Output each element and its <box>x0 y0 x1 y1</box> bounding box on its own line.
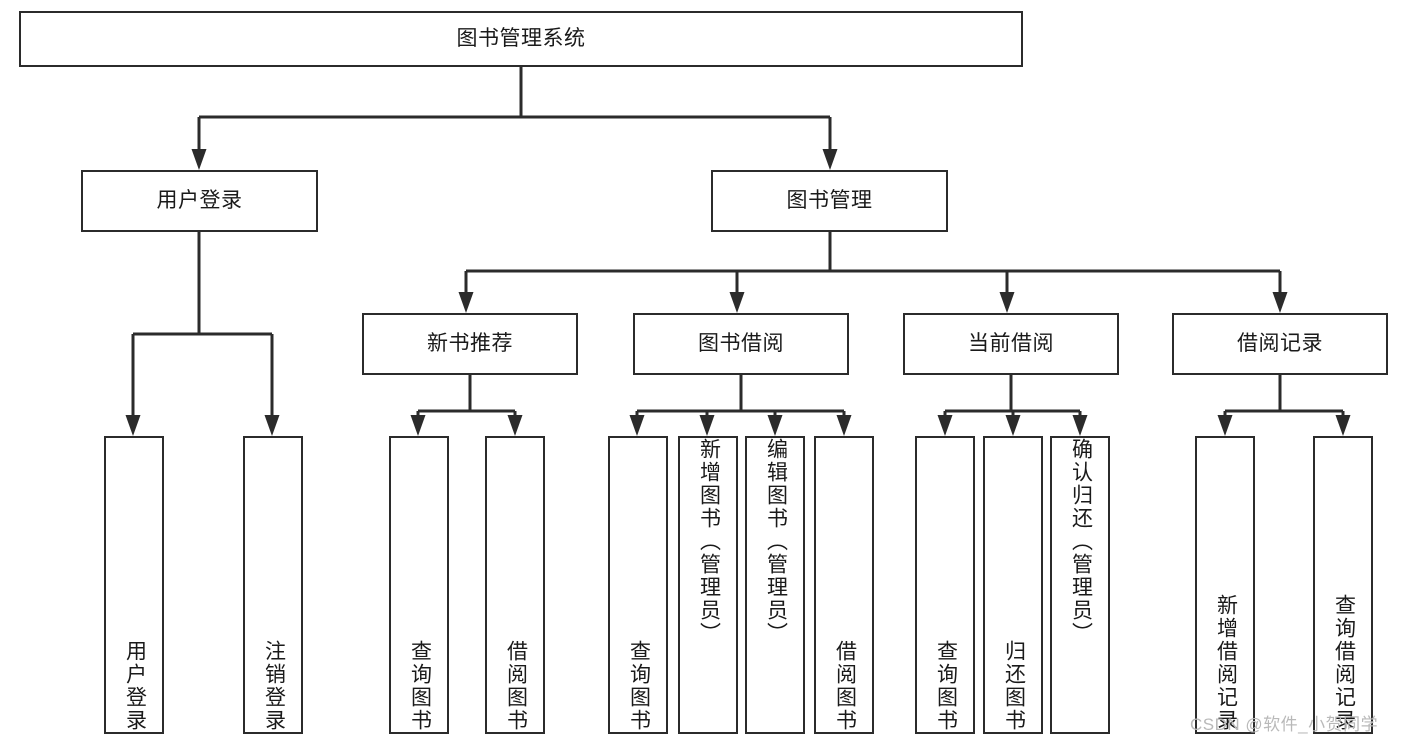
borrow-record-to-leaves-arrow-0 <box>1217 415 1233 436</box>
node-new-book-recommend[interactable]: 新书推荐 <box>362 313 578 375</box>
node-current-borrow[interactable]: 当前借阅 <box>903 313 1119 375</box>
node-leaf-add-book-label: 新增图书（管理员） <box>697 438 721 645</box>
node-user-login[interactable]: 用户登录 <box>81 170 318 232</box>
borrow-record-to-leaves-arrow-1 <box>1335 415 1351 436</box>
node-leaf-logout[interactable]: 注销登录 <box>243 436 303 734</box>
node-book-borrow[interactable]: 图书借阅 <box>633 313 849 375</box>
node-user-login-label: 用户登录 <box>156 189 243 213</box>
node-new-book-recommend-label: 新书推荐 <box>427 332 513 356</box>
node-root-title[interactable]: 图书管理系统 <box>19 11 1023 67</box>
book-manage-to-level3-arrow-0 <box>458 292 474 313</box>
node-leaf-user-login[interactable]: 用户登录 <box>104 436 164 734</box>
node-root-title-label: 图书管理系统 <box>456 27 586 51</box>
node-leaf-confirm-return-label: 确认归还（管理员） <box>1069 438 1093 645</box>
user-login-to-leaves-arrow-0 <box>125 415 141 436</box>
root-to-level2-arrow-1 <box>822 149 838 170</box>
watermark-text: CSDN @软件_小贺同学 <box>1190 715 1379 734</box>
node-leaf-confirm-return[interactable]: 确认归还（管理员） <box>1050 436 1110 734</box>
new-book-recommend-to-leaves-arrow-0 <box>410 415 426 436</box>
new-book-recommend-to-leaves-arrow-1 <box>507 415 523 436</box>
node-borrow-record[interactable]: 借阅记录 <box>1172 313 1388 375</box>
book-borrow-to-leaves-arrow-3 <box>836 415 852 436</box>
book-borrow-to-leaves-arrow-1 <box>699 415 715 436</box>
node-leaf-borrow-book-brw[interactable]: 借阅图书 <box>814 436 874 734</box>
book-borrow-to-leaves-arrow-2 <box>767 415 783 436</box>
node-leaf-borrow-book-rec[interactable]: 借阅图书 <box>485 436 545 734</box>
node-leaf-edit-book[interactable]: 编辑图书（管理员） <box>745 436 805 734</box>
book-borrow-to-leaves-arrow-0 <box>629 415 645 436</box>
book-manage-to-level3-arrow-3 <box>1272 292 1288 313</box>
node-leaf-borrow-book-rec-label: 借阅图书 <box>504 640 528 732</box>
node-leaf-query-book-cur[interactable]: 查询图书 <box>915 436 975 734</box>
book-manage-to-level3-arrow-1 <box>729 292 745 313</box>
node-leaf-query-record-label: 查询借阅记录 <box>1332 594 1356 732</box>
node-leaf-return-book[interactable]: 归还图书 <box>983 436 1043 734</box>
node-leaf-return-book-label: 归还图书 <box>1002 640 1026 732</box>
root-to-level2-arrow-0 <box>191 149 207 170</box>
node-leaf-borrow-book-brw-label: 借阅图书 <box>833 640 857 732</box>
node-leaf-query-book-cur-label: 查询图书 <box>934 640 958 732</box>
node-current-borrow-label: 当前借阅 <box>968 332 1054 356</box>
user-login-to-leaves-arrow-1 <box>264 415 280 436</box>
node-book-manage-label: 图书管理 <box>786 189 873 213</box>
node-leaf-user-login-label: 用户登录 <box>123 640 147 732</box>
node-leaf-query-book-rec-label: 查询图书 <box>408 640 432 732</box>
node-leaf-query-book-brw-label: 查询图书 <box>627 640 651 732</box>
node-leaf-add-book[interactable]: 新增图书（管理员） <box>678 436 738 734</box>
current-borrow-to-leaves-arrow-0 <box>937 415 953 436</box>
node-leaf-add-record[interactable]: 新增借阅记录 <box>1195 436 1255 734</box>
node-leaf-query-record[interactable]: 查询借阅记录 <box>1313 436 1373 734</box>
node-leaf-query-book-brw[interactable]: 查询图书 <box>608 436 668 734</box>
node-leaf-query-book-rec[interactable]: 查询图书 <box>389 436 449 734</box>
current-borrow-to-leaves-arrow-1 <box>1005 415 1021 436</box>
current-borrow-to-leaves-arrow-2 <box>1072 415 1088 436</box>
node-leaf-logout-label: 注销登录 <box>262 640 286 732</box>
node-leaf-edit-book-label: 编辑图书（管理员） <box>764 438 788 645</box>
node-borrow-record-label: 借阅记录 <box>1237 332 1323 356</box>
node-book-borrow-label: 图书借阅 <box>698 332 784 356</box>
node-leaf-add-record-label: 新增借阅记录 <box>1214 594 1238 732</box>
book-manage-to-level3-arrow-2 <box>999 292 1015 313</box>
node-book-manage[interactable]: 图书管理 <box>711 170 948 232</box>
